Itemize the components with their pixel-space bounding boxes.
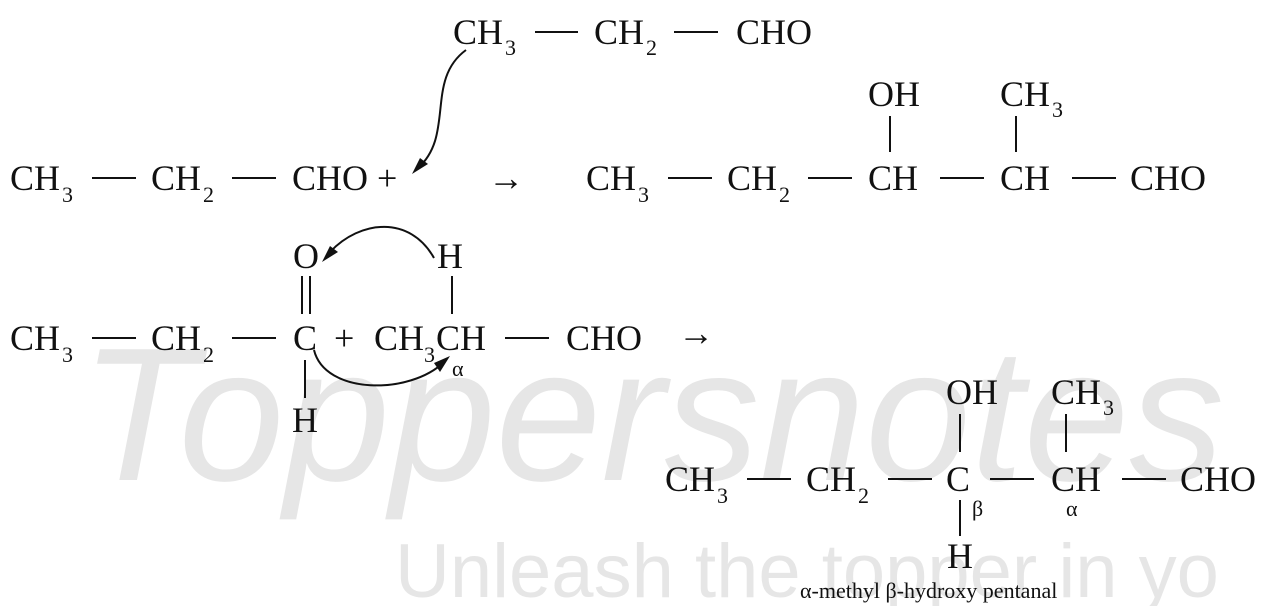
atom-ch3: CH bbox=[10, 158, 60, 198]
product-name-caption: α-methyl β-hydroxy pentanal bbox=[800, 578, 1057, 603]
atom-cho: CHO bbox=[566, 318, 642, 358]
subscript: 3 bbox=[717, 483, 728, 508]
atom-ch: CH bbox=[868, 158, 918, 198]
row1-left-reactant: CH 3 CH 2 CHO + bbox=[10, 158, 397, 207]
atom-ch3: CH bbox=[10, 318, 60, 358]
atom-ch3: CH bbox=[374, 318, 424, 358]
atom-h: H bbox=[292, 400, 318, 440]
subscript: 3 bbox=[1103, 395, 1114, 420]
subscript: 3 bbox=[62, 182, 73, 207]
row1-product: CH 3 CH 2 OH CH CH 3 CH CHO bbox=[586, 74, 1206, 207]
reaction-arrow: → bbox=[678, 313, 714, 353]
alpha-label: α bbox=[452, 356, 464, 381]
atom-ch3-branch: CH bbox=[1051, 372, 1101, 412]
arrow-head bbox=[412, 158, 428, 174]
subscript: 2 bbox=[779, 182, 790, 207]
subscript: 3 bbox=[505, 35, 516, 60]
subscript: 2 bbox=[203, 342, 214, 367]
curved-arrow-h-to-o bbox=[329, 225, 435, 259]
atom-ch2: CH bbox=[151, 158, 201, 198]
atom-ch3: CH bbox=[586, 158, 636, 198]
reaction-arrow: → bbox=[488, 158, 524, 198]
watermark: Toppersnotes Unleash the topper in yo bbox=[80, 309, 1224, 606]
atom-c: C bbox=[946, 459, 970, 499]
watermark-tagline: Unleash the topper in yo bbox=[395, 529, 1219, 606]
atom-h: H bbox=[947, 536, 973, 576]
atom-oh: OH bbox=[868, 74, 920, 114]
row2-right-reactant: CH 3 H CH α CHO bbox=[374, 236, 642, 381]
arrow-head bbox=[322, 246, 338, 262]
subscript: 3 bbox=[638, 182, 649, 207]
atom-ch3-branch: CH bbox=[1000, 74, 1050, 114]
subscript: 3 bbox=[62, 342, 73, 367]
atom-o: O bbox=[293, 236, 319, 276]
atom-cho: CHO bbox=[736, 12, 812, 52]
atom-ch: CH bbox=[436, 318, 486, 358]
row1-top-reactant: CH 3 CH 2 CHO bbox=[453, 12, 812, 60]
atom-h: H bbox=[437, 236, 463, 276]
atom-cho: CHO bbox=[1130, 158, 1206, 198]
row2-left-reactant: CH 3 CH 2 O C H bbox=[10, 236, 319, 440]
curved-arrow-c-to-ch bbox=[313, 349, 445, 387]
beta-label: β bbox=[972, 496, 983, 521]
row3-product: CH 3 CH 2 OH C β H CH 3 CH α CHO bbox=[665, 372, 1256, 576]
atom-c: C bbox=[293, 318, 317, 358]
subscript: 2 bbox=[203, 182, 214, 207]
curved-arrow bbox=[417, 49, 467, 169]
atom-ch3: CH bbox=[453, 12, 503, 52]
subscript: 2 bbox=[646, 35, 657, 60]
subscript: 2 bbox=[858, 483, 869, 508]
subscript: 3 bbox=[424, 342, 435, 367]
atom-ch2: CH bbox=[594, 12, 644, 52]
subscript: 3 bbox=[1052, 97, 1063, 122]
atom-cho: CHO bbox=[1180, 459, 1256, 499]
atom-oh: OH bbox=[946, 372, 998, 412]
arrow-head bbox=[434, 356, 450, 372]
atom-ch2: CH bbox=[151, 318, 201, 358]
plus-sign: + bbox=[334, 318, 354, 358]
atom-ch: CH bbox=[1000, 158, 1050, 198]
watermark-brand: Toppersnotes bbox=[80, 309, 1224, 521]
atom-cho-plus: CHO + bbox=[292, 158, 397, 198]
atom-ch3: CH bbox=[665, 459, 715, 499]
alpha-label: α bbox=[1066, 496, 1078, 521]
atom-ch2: CH bbox=[806, 459, 856, 499]
atom-ch2: CH bbox=[727, 158, 777, 198]
atom-ch: CH bbox=[1051, 459, 1101, 499]
